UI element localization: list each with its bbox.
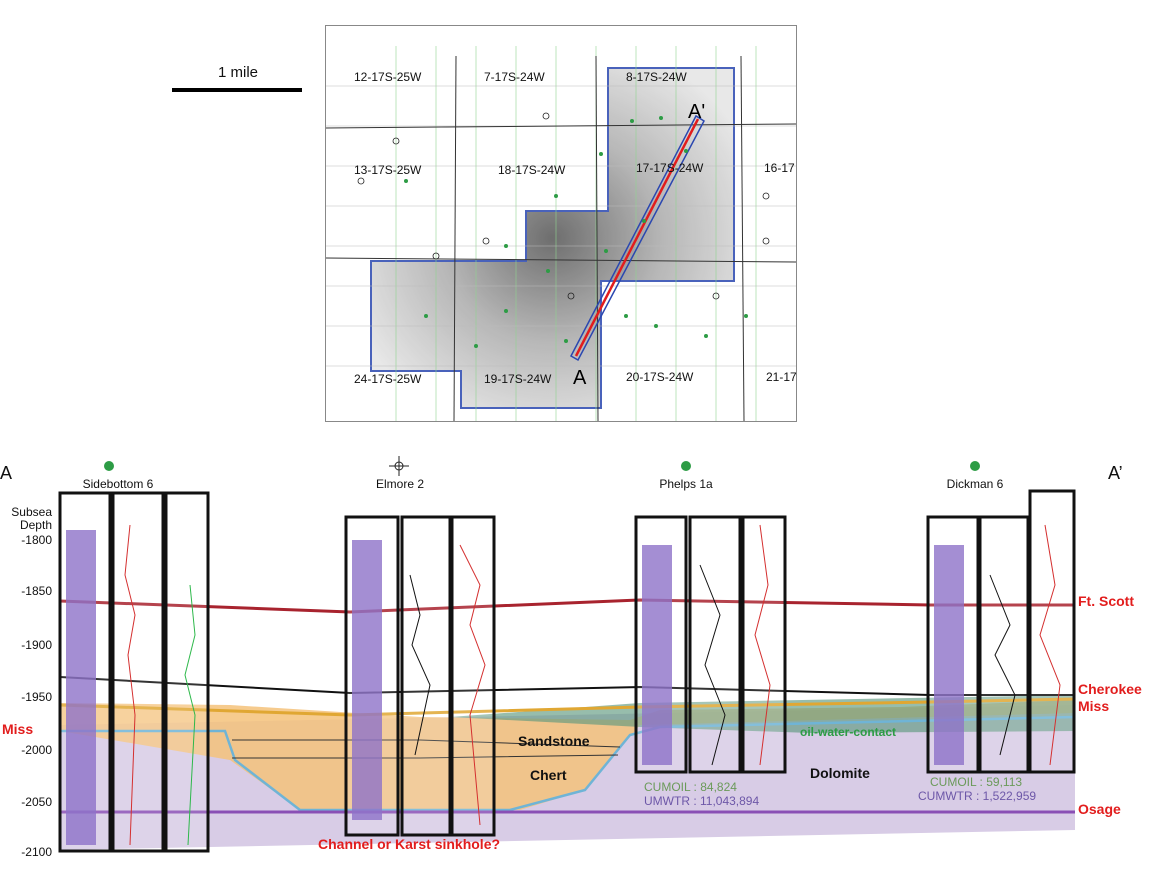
depth-tick: -2050 [21, 795, 52, 809]
survey-outline [370, 67, 735, 409]
sandstone-base [232, 739, 621, 748]
label-chert: Chert [530, 767, 567, 783]
township-label: 16-17 [764, 161, 795, 175]
cross-section-canvas [58, 456, 1076, 853]
township-label: 21-17 [766, 370, 796, 384]
section-end-a-prime: A’ [1108, 463, 1123, 483]
township-label: 7-17S-24W [484, 70, 545, 84]
township-label: 18-17S-24W [498, 163, 566, 177]
label-miss-right: Miss [1078, 698, 1110, 714]
map-a: A [573, 367, 587, 389]
cherokee-line [59, 676, 1075, 696]
section-end-a: A [0, 463, 13, 483]
depth-tick: -1800 [21, 533, 52, 547]
well-name: Elmore 2 [375, 477, 425, 491]
well-name: Phelps 1a [659, 477, 713, 491]
well-elmore-symbol [389, 456, 409, 476]
map-a-prime: A' [688, 101, 705, 123]
well-sidebottom-symbol [104, 461, 114, 471]
phelps-cumwtr: UMWTR : 11,043,894 [644, 794, 760, 808]
depth-tick: -1850 [21, 584, 52, 598]
resistivity-curves [124, 524, 1061, 846]
well-dickman-symbol [970, 461, 980, 471]
cross-section: A A’ Subsea Depth -1800 -1850 -1900 -195… [0, 455, 1170, 882]
dry-hole-symbols [357, 112, 770, 300]
label-miss-left: Miss [2, 721, 34, 737]
label-channel: Channel or Karst sinkhole? [318, 836, 501, 852]
oil-water-contact-zone [450, 695, 1075, 733]
township-label: 19-17S-24W [484, 372, 552, 386]
dickman-cumwtr: CUMWTR : 1,522,959 [918, 789, 1037, 803]
label-osage: Osage [1078, 801, 1121, 817]
label-dolomite: Dolomite [810, 765, 870, 781]
ft-scott-line [59, 598, 1075, 614]
well-phelps-symbol [681, 461, 691, 471]
label-ft-scott: Ft. Scott [1078, 593, 1134, 609]
township-label: 17-17S-24W [636, 161, 704, 175]
map-canvas: 12-17S-25W 7-17S-24W 8-17S-24W 13-17S-25… [326, 46, 796, 421]
township-label: 12-17S-25W [354, 70, 422, 84]
label-cherokee: Cherokee [1078, 681, 1142, 697]
section-line [574, 118, 700, 357]
township-label: 13-17S-25W [354, 163, 422, 177]
base-map: 12-17S-25W 7-17S-24W 8-17S-24W 13-17S-25… [325, 25, 797, 422]
depth-header: Subsea [11, 505, 52, 519]
well-name: Dickman 6 [946, 477, 1004, 491]
well-name: Sidebottom 6 [82, 477, 154, 491]
resistivity-dark [409, 564, 1016, 766]
miss-channel-fill [60, 700, 1075, 810]
chert-top [232, 754, 619, 759]
township-label: 24-17S-25W [354, 372, 422, 386]
scale-bar [172, 88, 302, 92]
label-oil-water-contact: oil-water-contact [800, 725, 897, 739]
depth-tick: -1900 [21, 638, 52, 652]
section-corridor [570, 114, 705, 362]
depth-tick: -2000 [21, 743, 52, 757]
depth-header: Depth [19, 518, 52, 532]
depth-tick: -1950 [21, 690, 52, 704]
label-sandstone: Sandstone [518, 733, 590, 749]
well-dots [404, 116, 748, 348]
scale-label: 1 mile [218, 64, 259, 81]
township-label: 20-17S-24W [626, 370, 694, 384]
depth-tick: -2100 [21, 845, 52, 859]
gamma-ray-fills [66, 530, 964, 845]
phelps-cumoil: CUMOIL : 84,824 [644, 780, 737, 794]
dickman-cumoil: CUMOIL : 59,113 [930, 775, 1023, 789]
township-label: 8-17S-24W [626, 70, 687, 84]
